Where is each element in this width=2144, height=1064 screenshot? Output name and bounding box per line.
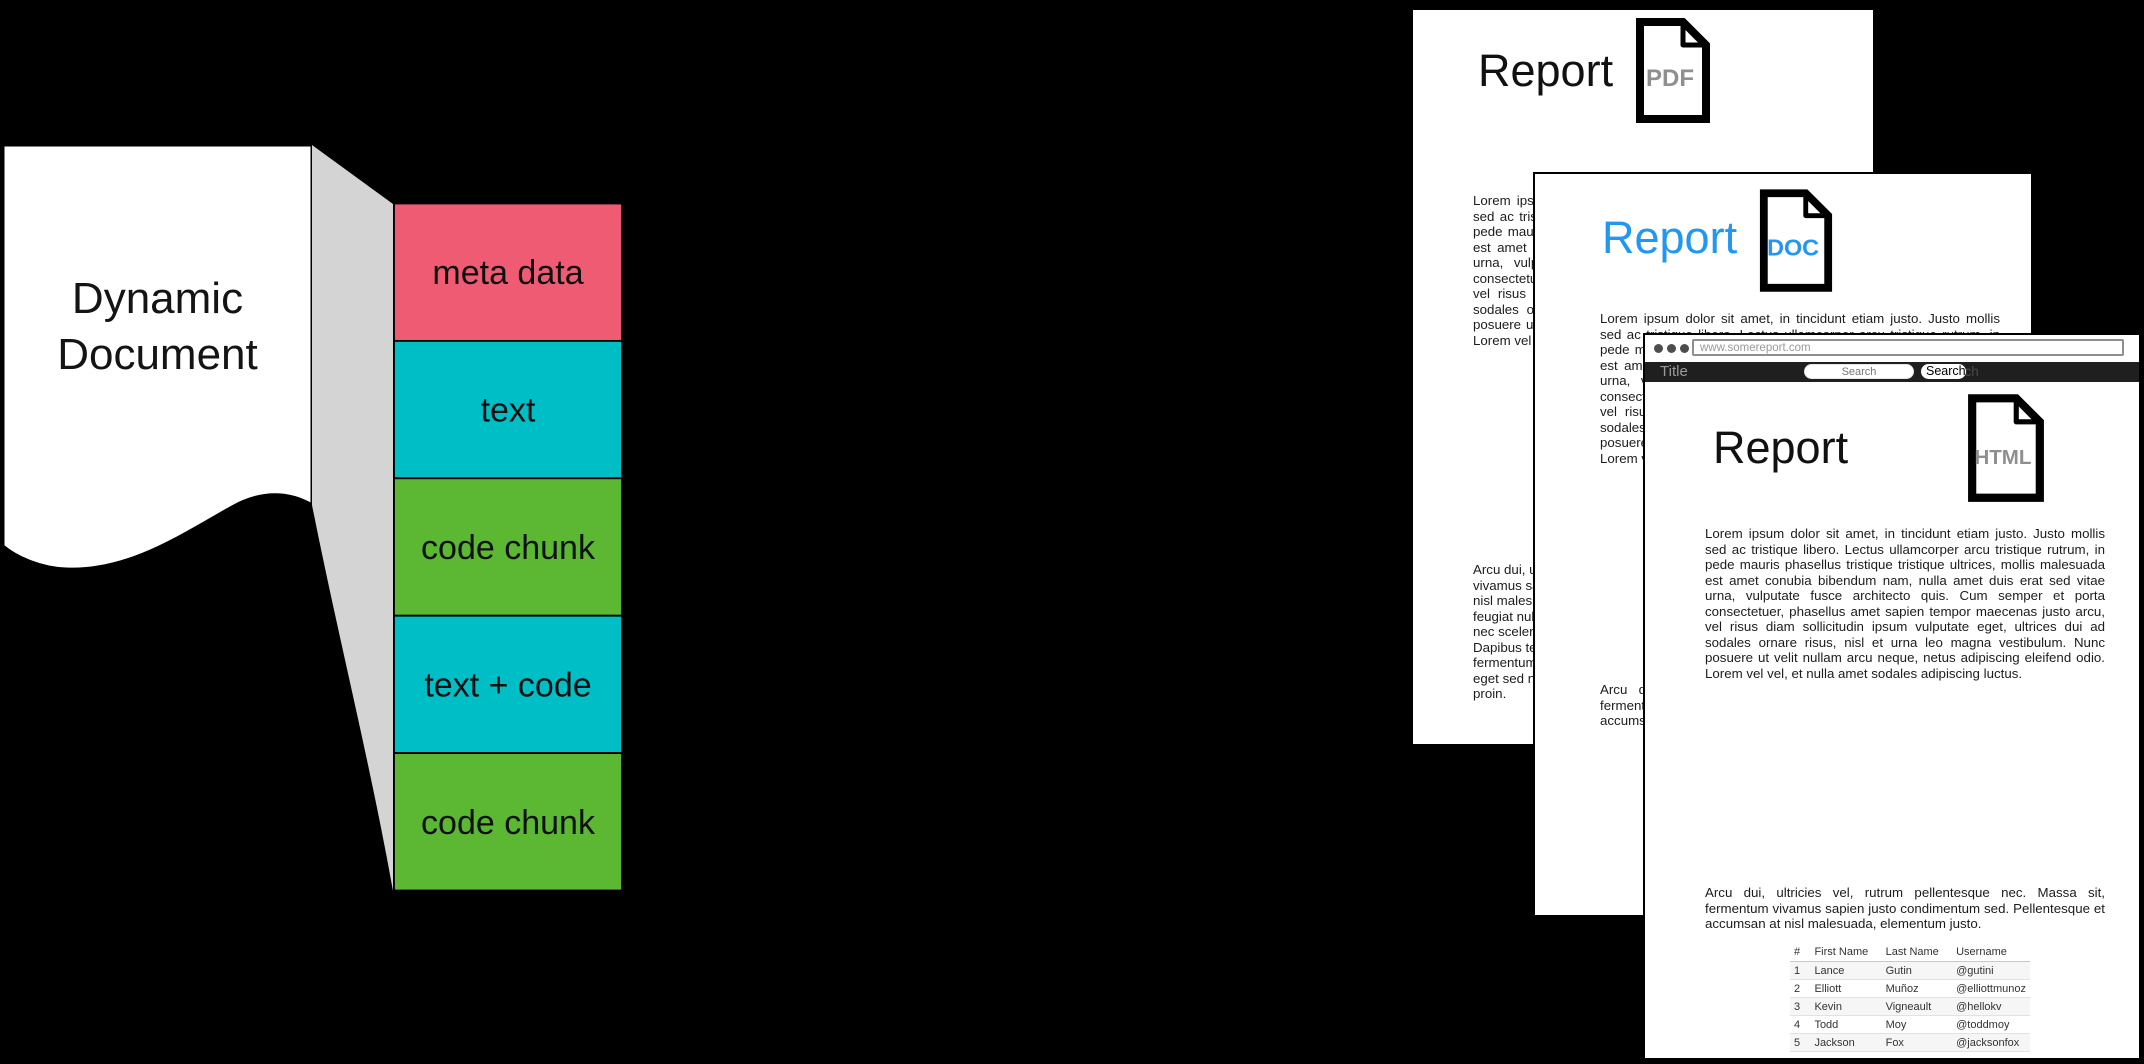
table-cell: 1	[1794, 964, 1801, 977]
table-header-cell: Username	[1952, 943, 2030, 962]
html-report-browser-window: Title Search Search Report HTML Lorem ip…	[1643, 333, 2141, 1060]
pdf-file-icon: PDF	[1633, 18, 1713, 123]
diagram-block	[393, 202, 623, 342]
pdf-paragraph-2-line: eget sed n	[1473, 670, 1536, 686]
table-row: 4 Todd Moy @toddmoy	[1790, 1016, 2030, 1034]
table-header-cell: #	[1790, 943, 1811, 962]
navbar-title[interactable]: Title	[1660, 363, 1688, 380]
pdf-paragraph-2-line: nec sceleris	[1473, 624, 1544, 639]
table-cell: 5	[1794, 1036, 1801, 1049]
table-cell: @gutini	[1956, 964, 1994, 977]
diagram-block-label: text + code	[424, 666, 591, 704]
file-icon-glyph: HTML	[1968, 394, 2044, 502]
diagram-block-label: code chunk	[421, 804, 596, 842]
browser-titlebar	[1645, 335, 2139, 362]
table-cell: @elliottmunoz	[1956, 982, 2026, 995]
pdf-paragraph-2-line: Dapibus te	[1473, 639, 1537, 655]
table-cell: 4	[1794, 1018, 1801, 1031]
diagram-block	[393, 614, 623, 755]
html-file-icon: HTML	[1965, 393, 2047, 503]
dynamic-document-title-line2: Document	[57, 330, 258, 379]
pdf-report-title: Report	[1478, 45, 1614, 96]
diagram-block	[393, 477, 623, 617]
browser-navbar: Title Search Search	[1645, 362, 2139, 382]
svg-text:DOC: DOC	[1767, 235, 1819, 261]
pdf-paragraph-2-line: feugiat nulla	[1473, 608, 1545, 624]
pdf-paragraph-2-line: proin.	[1473, 686, 1507, 701]
table-cell: Kevin	[1814, 1000, 1842, 1013]
table-cell: Jackson	[1814, 1036, 1855, 1049]
document-shape	[1, 143, 314, 571]
html-paragraph-1: Lorem ipsum dolor sit amet, in tincidunt…	[1705, 526, 2105, 681]
table-cell: 2	[1794, 982, 1801, 995]
doc-file-icon: DOC	[1757, 188, 1835, 293]
pdf-paragraph-2-line: fermentum	[1473, 655, 1537, 670]
table-cell: Elliott	[1814, 982, 1842, 995]
pdf-paragraph-2-line: vivamus sa	[1473, 577, 1540, 593]
table-row: 2 Elliott Muñoz @elliottmunoz	[1790, 980, 2030, 998]
table-cell: Vigneault	[1885, 1000, 1932, 1013]
window-button-icon[interactable]	[1667, 344, 1676, 353]
table-row: 5 Jackson Fox @jacksonfox	[1790, 1033, 2030, 1052]
table-row: 3 Kevin Vigneault @hellokv	[1790, 997, 2030, 1016]
table-cell: Todd	[1814, 1018, 1839, 1031]
table-header-cell: First Name	[1810, 943, 1882, 962]
dynamic-document-diagram: meta data text code chunk text + code code c…	[1, 143, 623, 892]
table-cell: Fox	[1885, 1036, 1904, 1049]
table-cell: Moy	[1885, 1018, 1907, 1031]
diagram-block-label: text	[481, 392, 536, 430]
table-cell: 3	[1794, 1000, 1801, 1013]
file-icon-glyph: DOC	[1759, 189, 1833, 292]
table-cell: Gutin	[1885, 964, 1912, 977]
search-button[interactable]: Search	[1921, 364, 1966, 379]
doc-report-title: Report	[1602, 212, 1738, 263]
dynamic-document-title-line1: Dynamic	[71, 274, 244, 323]
html-report-content: Report HTML Lorem ipsum dolor sit amet, …	[1645, 382, 2139, 1056]
html-paragraph-2: Arcu dui, ultricies vel, rutrum pellente…	[1705, 885, 2105, 931]
table-cell: @jacksonfox	[1956, 1036, 2020, 1049]
diagram-block-label: code chunk	[421, 529, 596, 567]
diagram-block	[393, 752, 623, 892]
carat-price-chart	[1800, 683, 2010, 858]
window-button-icon[interactable]	[1654, 344, 1663, 353]
pdf-paragraph-2-line: Arcu dui, u	[1473, 562, 1537, 577]
svg-text:PDF: PDF	[1646, 65, 1694, 92]
table-cell: Muñoz	[1885, 982, 1919, 995]
search-input[interactable]	[1804, 364, 1914, 379]
file-icon-glyph: PDF	[1636, 18, 1710, 123]
table-row: 1 Lance Gutin @gutini	[1790, 961, 2030, 980]
window-button-icon[interactable]	[1680, 344, 1689, 353]
pdf-paragraph-2-line: nisl malesu	[1473, 593, 1540, 608]
table-cell: Lance	[1814, 964, 1845, 977]
table-header-cell: Last Name	[1881, 943, 1953, 962]
page-fold-shape	[312, 145, 393, 891]
html-report-title: Report	[1713, 422, 1849, 473]
diagram-block-label: meta data	[432, 254, 583, 292]
table-cell: @hellokv	[1956, 1000, 2002, 1013]
svg-text:HTML: HTML	[1974, 446, 2031, 469]
table-cell: @toddmoy	[1956, 1018, 2010, 1031]
url-input[interactable]	[1692, 339, 2124, 356]
dynamic-document-title: Dynamic Document	[3, 271, 312, 383]
